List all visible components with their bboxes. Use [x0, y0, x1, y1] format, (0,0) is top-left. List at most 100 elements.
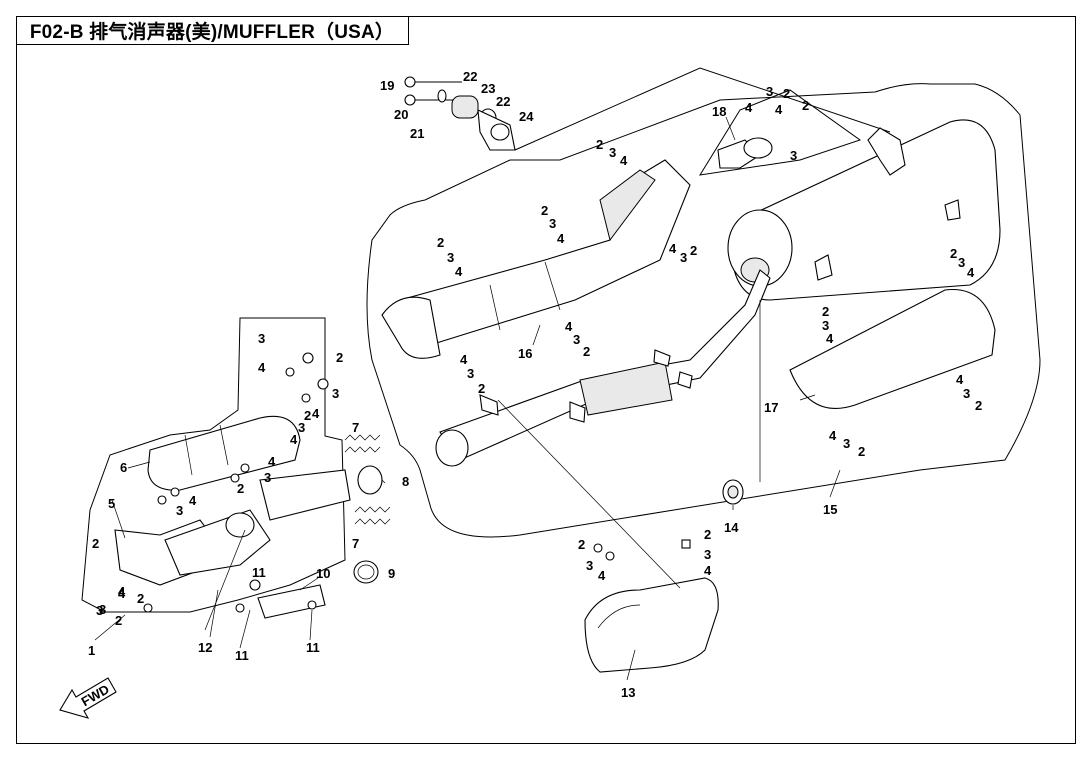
- heat-shield-13: [584, 577, 719, 673]
- callout: 3: [573, 332, 580, 347]
- callout: 2: [822, 304, 829, 319]
- callout: 3: [766, 84, 773, 99]
- callout: 6: [120, 460, 127, 475]
- hardware-nuts: [143, 352, 691, 613]
- muffler-body-15: [727, 119, 1001, 301]
- inset-connector: [514, 67, 891, 151]
- callout: 3: [298, 420, 305, 435]
- front-pipe-16: [381, 159, 691, 359]
- callout: 2: [950, 246, 957, 261]
- callout: 3: [332, 386, 339, 401]
- fwd-arrow-icon: FWD: [59, 677, 117, 719]
- callout: 20: [394, 107, 408, 122]
- callout: 3: [680, 250, 687, 265]
- callout: 23: [481, 81, 495, 96]
- springs-7: [344, 434, 391, 525]
- diagram-title: F02-B 排气消声器(美)/MUFFLER（USA）: [29, 21, 395, 43]
- callout: 4: [745, 100, 753, 115]
- callout: 4: [598, 568, 606, 583]
- callout: 7: [352, 420, 359, 435]
- callout: 3: [609, 145, 616, 160]
- callout: 4: [118, 586, 126, 601]
- callout: 4: [775, 102, 783, 117]
- callout: 4: [258, 360, 266, 375]
- callout: 15: [823, 502, 837, 517]
- callout: 3: [790, 148, 797, 163]
- callout: 3: [704, 547, 711, 562]
- callout: 8: [402, 474, 409, 489]
- callout: 4: [118, 584, 126, 599]
- callout: 4: [290, 432, 298, 447]
- callout: 2: [437, 235, 444, 250]
- callout: 2: [92, 536, 99, 551]
- callout: 2: [578, 537, 585, 552]
- bracket-10: [257, 584, 326, 619]
- callout: 2: [237, 481, 244, 496]
- callout: 2: [802, 98, 809, 113]
- callout: 16: [518, 346, 532, 361]
- callout: 4: [460, 352, 468, 367]
- callout: 2: [975, 398, 982, 413]
- callout: 4: [620, 153, 628, 168]
- mid-pipe: [435, 269, 771, 467]
- callout: 22: [463, 69, 477, 84]
- callout: 3: [99, 602, 106, 617]
- callout: 4: [455, 264, 463, 279]
- callout: 4: [268, 454, 276, 469]
- callout: 4: [312, 406, 320, 421]
- callout: 4: [956, 372, 964, 387]
- callout: 4: [557, 231, 565, 246]
- callout: 7: [352, 536, 359, 551]
- callout: 3: [96, 603, 103, 618]
- callout: 3: [843, 436, 850, 451]
- heat-shield-17: [789, 288, 996, 409]
- callout: 11: [306, 640, 320, 655]
- callout: 11: [235, 648, 249, 663]
- callout: 18: [712, 104, 726, 119]
- callout: 4: [669, 241, 677, 256]
- callout: 2: [336, 350, 343, 365]
- callout: 19: [380, 78, 394, 93]
- callout: 3: [264, 470, 271, 485]
- callout: 9: [388, 566, 395, 581]
- inset-outline-18: [699, 89, 862, 176]
- callout: 2: [115, 613, 122, 628]
- callout: 3: [467, 366, 474, 381]
- callout: 17: [764, 400, 778, 415]
- callout: 3: [549, 216, 556, 231]
- rubber-damper-14: [722, 479, 744, 505]
- callout: 3: [958, 255, 965, 270]
- callout: 2: [858, 444, 865, 459]
- callout: 5: [108, 496, 115, 511]
- callout: 24: [519, 109, 534, 124]
- callout: 3: [447, 250, 454, 265]
- callout: 4: [565, 319, 573, 334]
- callout: 1: [88, 643, 95, 658]
- callout: 3: [586, 558, 593, 573]
- callout: 2: [690, 243, 697, 258]
- callout: 12: [198, 640, 212, 655]
- callout: 14: [724, 520, 739, 535]
- callout: 3: [822, 318, 829, 333]
- callout: 2: [783, 86, 790, 101]
- callout: 4: [704, 563, 712, 578]
- callout: 2: [596, 137, 603, 152]
- callout: 4: [967, 265, 975, 280]
- callout: 10: [316, 566, 330, 581]
- callout-labels: 1 2 2 2 2 3 3 3 3 3 4 4 4 4 4 5 6 7 7 8 …: [88, 69, 982, 700]
- callout: 2: [583, 344, 590, 359]
- callout: 4: [826, 331, 834, 346]
- callout: 3: [176, 503, 183, 518]
- callout: 13: [621, 685, 635, 700]
- callout: 2: [304, 408, 311, 423]
- callout: 4: [829, 428, 837, 443]
- gasket-8: [357, 465, 383, 495]
- diagram-frame: [16, 16, 1076, 744]
- damper-bracket-18: [717, 137, 773, 169]
- callout: 4: [189, 493, 197, 508]
- header-pipe-5-6: [114, 415, 351, 586]
- leader-lines: [94, 116, 841, 681]
- callout: 11: [252, 565, 266, 580]
- callout: 2: [704, 527, 711, 542]
